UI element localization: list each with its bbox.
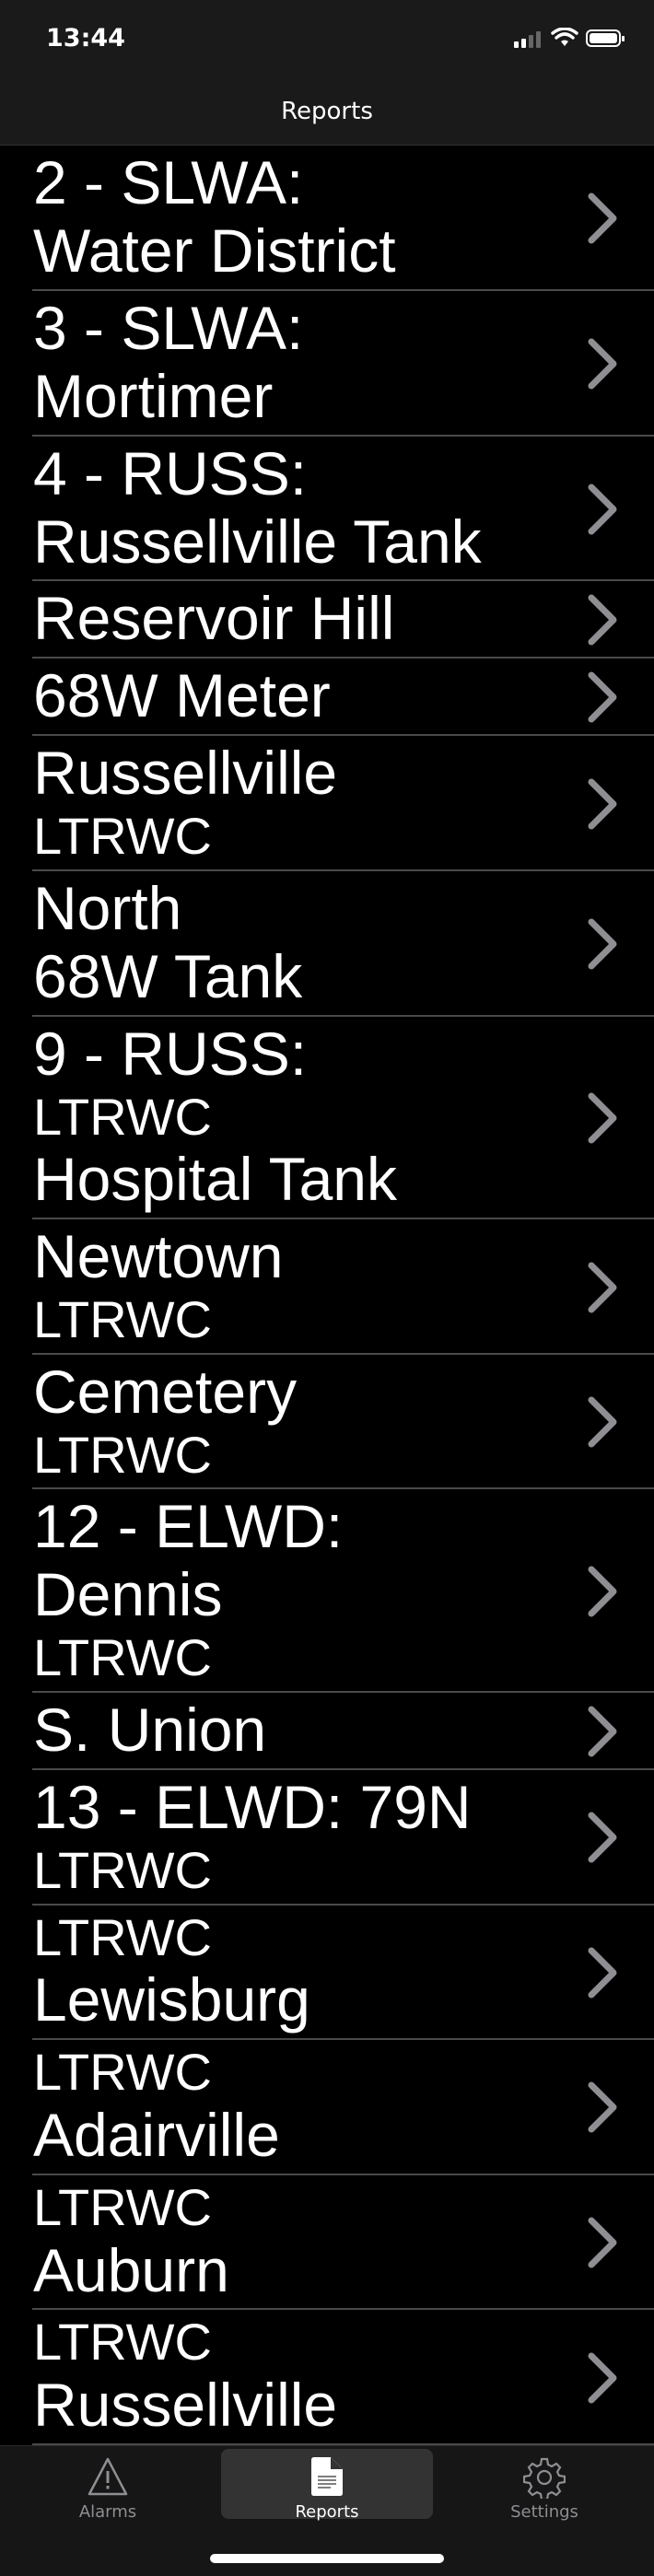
report-row-label: LTRWC bbox=[33, 1628, 212, 1687]
report-row-label: Water District bbox=[33, 216, 396, 285]
page-title: Reports bbox=[281, 98, 373, 125]
report-row-label: LTRWC bbox=[33, 2177, 212, 2236]
row-separator bbox=[32, 1014, 654, 1017]
report-row-label: Mortimer bbox=[33, 361, 274, 430]
report-row-label: North bbox=[33, 873, 182, 942]
report-row-label: Lewisburg bbox=[33, 1965, 310, 2034]
status-time: 13:44 bbox=[46, 24, 125, 52]
cellular-signal-icon bbox=[514, 31, 541, 48]
report-row-label: Hospital Tank bbox=[33, 1145, 398, 1214]
battery-icon bbox=[586, 29, 625, 47]
report-row-label: LTRWC bbox=[33, 807, 212, 866]
report-row-label: 13 - ELWD: 79N bbox=[33, 1772, 472, 1841]
tab-reports[interactable]: Reports bbox=[221, 2449, 433, 2523]
chevron-right-icon bbox=[588, 338, 617, 390]
report-row-label: Newtown bbox=[33, 1222, 284, 1291]
report-row-label: 2 - SLWA: bbox=[33, 148, 304, 216]
report-row-label: 4 - RUSS: bbox=[33, 438, 308, 507]
chevron-right-icon bbox=[588, 2352, 617, 2404]
wifi-icon bbox=[551, 28, 578, 46]
row-separator bbox=[32, 1218, 654, 1220]
report-row-label: LTRWC bbox=[33, 1425, 212, 1484]
report-row-label: Auburn bbox=[33, 2235, 229, 2304]
chevron-right-icon bbox=[588, 192, 617, 244]
chevron-right-icon bbox=[588, 1262, 617, 1313]
report-row-label: LTRWC bbox=[33, 2043, 212, 2102]
chevron-right-icon bbox=[588, 2081, 617, 2133]
report-row-label: 9 - RUSS: bbox=[33, 1019, 308, 1088]
chevron-right-icon bbox=[588, 778, 617, 830]
report-row-label: 12 - ELWD: bbox=[33, 1492, 344, 1561]
report-row[interactable]: 68W Meter bbox=[0, 659, 654, 737]
tab-label: Alarms bbox=[78, 2502, 137, 2523]
status-bar: 13:44 bbox=[0, 0, 654, 81]
home-indicator bbox=[210, 2554, 444, 2564]
tab-settings[interactable]: Settings bbox=[438, 2449, 650, 2523]
report-row-label: Reservoir Hill bbox=[33, 584, 395, 653]
report-row-label: Dennis bbox=[33, 1560, 223, 1629]
report-row[interactable]: S. Union bbox=[0, 1693, 654, 1770]
tab-alarms[interactable]: Alarms bbox=[2, 2449, 214, 2523]
warning-triangle-icon bbox=[88, 2457, 128, 2496]
row-separator bbox=[32, 1352, 654, 1355]
report-row-label: Russellville bbox=[33, 739, 338, 808]
report-row-label: Adairville bbox=[33, 2100, 280, 2169]
chevron-right-icon bbox=[588, 484, 617, 535]
chevron-right-icon bbox=[588, 1092, 617, 1144]
report-row-label: 3 - SLWA: bbox=[33, 293, 304, 362]
report-row[interactable]: 4 - RUSS:Russellville Tank bbox=[0, 437, 654, 582]
row-separator bbox=[32, 868, 654, 871]
chevron-right-icon bbox=[588, 594, 617, 646]
report-row-label: 68W Tank bbox=[33, 941, 303, 1010]
report-row-label: Cemetery bbox=[33, 1357, 298, 1426]
report-row-label: LTRWC bbox=[33, 1840, 212, 1899]
report-row-label: Russellville Tank bbox=[33, 507, 482, 576]
row-separator bbox=[32, 734, 654, 737]
row-separator bbox=[32, 657, 654, 659]
report-row-label: Russellville bbox=[33, 2371, 338, 2440]
row-separator bbox=[32, 434, 654, 437]
report-row[interactable]: 2 - SLWA:Water District bbox=[0, 146, 654, 291]
report-row[interactable]: 3 - SLWA:Mortimer bbox=[0, 291, 654, 437]
tab-label: Reports bbox=[295, 2502, 359, 2523]
report-row-label: S. Union bbox=[33, 1696, 267, 1764]
navigation-bar: Reports bbox=[0, 81, 654, 146]
chevron-right-icon bbox=[588, 1396, 617, 1448]
chevron-right-icon bbox=[588, 1566, 617, 1617]
chevron-right-icon bbox=[588, 918, 617, 970]
report-row-label: LTRWC bbox=[33, 1087, 212, 1146]
tab-bar: Alarms Reports Settings bbox=[0, 2445, 654, 2576]
row-separator bbox=[32, 288, 654, 291]
gear-icon bbox=[523, 2457, 566, 2500]
chevron-right-icon bbox=[588, 1812, 617, 1863]
report-row-label: LTRWC bbox=[33, 2313, 212, 2372]
report-row[interactable]: Reservoir Hill bbox=[0, 581, 654, 659]
chevron-right-icon bbox=[588, 1706, 617, 1757]
report-row-label: LTRWC bbox=[33, 1290, 212, 1349]
chevron-right-icon bbox=[588, 671, 617, 723]
tab-label: Settings bbox=[510, 2502, 578, 2523]
document-icon bbox=[311, 2457, 343, 2497]
report-row-label: LTRWC bbox=[33, 1907, 212, 1966]
chevron-right-icon bbox=[588, 1947, 617, 1999]
report-row-label: 68W Meter bbox=[33, 661, 331, 730]
chevron-right-icon bbox=[588, 2217, 617, 2268]
row-separator bbox=[32, 579, 654, 582]
